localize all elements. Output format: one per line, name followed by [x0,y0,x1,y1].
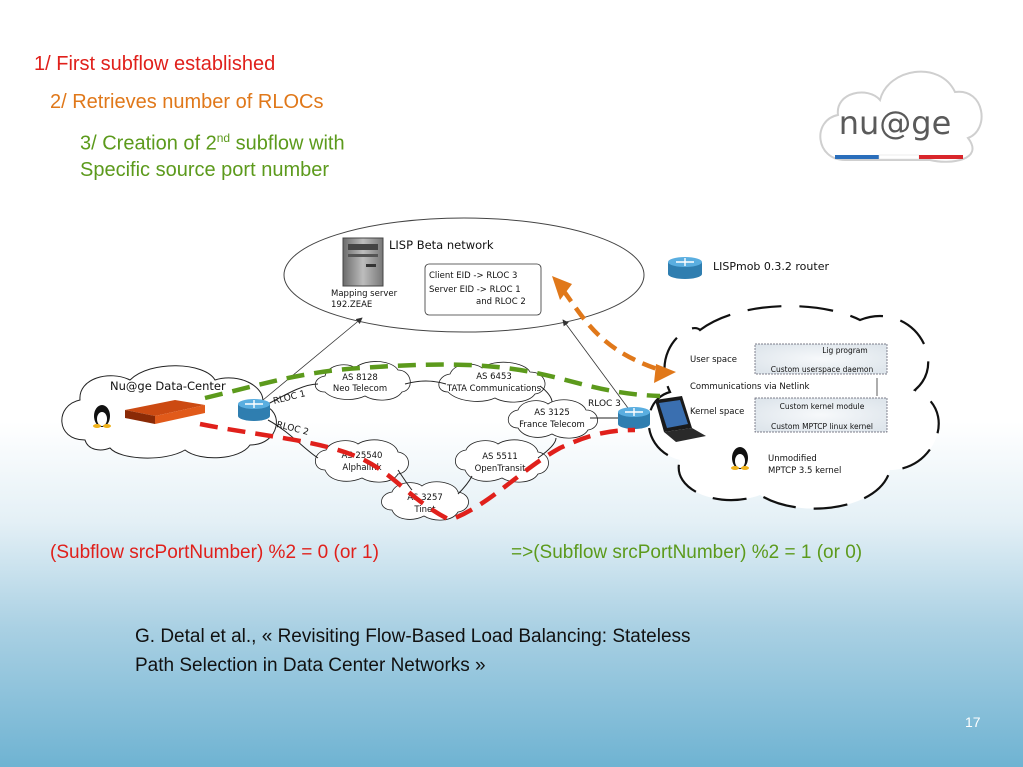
as-3125-name: France Telecom [519,420,585,430]
datacenter-label: Nu@ge Data-Center [110,379,226,393]
mapping-entry-server: Server EID -> RLOC 1 [429,285,521,295]
link-neo-tata [404,380,447,385]
map-request-arrow-right [562,319,629,409]
step-3-post: subflow with [230,132,345,155]
logo-flag-red [919,155,963,159]
custom-mptcp-label: Custom MPTCP linux kernel [771,422,873,431]
mapping-server-label: Mapping server [331,289,398,299]
legend-router-icon [668,257,702,279]
subflow-2-path [199,421,636,523]
as-3257-name: Tinet [413,505,436,515]
as-5511-name: OpenTransit [475,464,527,474]
reference-line-2: Path Selection in Data Center Networks » [135,655,486,676]
step-2-text: 2/ Retrieves number of RLOCs [50,91,324,113]
mapping-entry-server-2: and RLOC 2 [476,297,526,307]
subflow-1-path [204,362,661,401]
page-number: 17 [965,714,981,730]
netlink-label: Communications via Netlink [690,382,809,392]
as-cloud-tata: AS 6453 TATA Communications [438,361,546,403]
step-1-text: 1/ First subflow established [34,53,276,75]
user-space-label: User space [690,355,737,365]
mapping-server-icon [342,237,384,287]
kernel-space-label: Kernel space [690,407,744,417]
as-25540-number: AS 25540 [342,451,383,461]
legend-router-label: LISPmob 0.3.2 router [713,260,829,273]
link-tinet-opentransit [457,475,473,495]
logo-flag-blue [835,155,879,159]
condition-odd-text: =>(Subflow srcPortNumber) %2 = 1 (or 0) [511,542,863,563]
nuage-logo: nu@ge [819,70,983,163]
orange-arrowhead-top [552,276,572,300]
link-rloc1-neo [267,383,319,405]
rloc-2-label: RLOC 2 [275,420,309,438]
as-3257-number: AS 3257 [407,493,443,503]
linux-tux-icon [93,405,111,428]
as-3125-number: AS 3125 [534,408,570,418]
step-3-pre: 3/ Creation of 2 [80,132,217,155]
link-opentransit-ft [537,437,557,459]
as-cloud-france-telecom: AS 3125 France Telecom [507,399,598,439]
kernel-space-box [754,397,888,433]
user-space-box [754,343,888,375]
mapping-entry-client: Client EID -> RLOC 3 [429,271,517,281]
custom-kernel-module-label: Custom kernel module [780,402,865,411]
as-25540-name: Alphalink [342,463,381,473]
logo-cloud-shape [819,70,983,163]
router-rloc1-icon [238,399,270,421]
as-6453-name: TATA Communications [446,384,542,394]
as-8128-number: AS 8128 [342,373,378,383]
mapping-table-box [424,263,542,316]
custom-daemon-label: Custom userspace daemon [771,365,874,374]
laptop-icon [655,396,706,442]
lig-program-label: Lig program [822,346,867,355]
step-3-line-2: Specific source port number [80,159,330,181]
map-request-arrow-left [262,317,363,401]
logo-text: nu@ge [839,104,952,142]
router-rloc3-icon [618,407,650,429]
step-3-superscript: nd [216,131,231,145]
datacenter-server-icon [125,400,205,424]
as-cloud-tinet: AS 3257 Tinet [381,481,469,521]
map-reply-orange-arrow [561,288,661,373]
step-3-line-1: 3/ Creation of 2nd subflow with [80,131,345,156]
reference-line-1: G. Detal et al., « Revisiting Flow-Based… [135,626,691,647]
lisp-network-title: LISP Beta network [389,238,494,252]
rloc-3-label: RLOC 3 [588,399,621,409]
client-tux-icon [731,447,749,470]
unmodified-kernel-label: MPTCP 3.5 kernel [768,466,841,476]
link-tata-ft [539,385,553,403]
rloc-1-label: RLOC 1 [272,389,306,407]
as-cloud-neo-telecom: AS 8128 Neo Telecom [314,361,411,401]
as-8128-name: Neo Telecom [333,384,387,394]
mapping-server-address: 192.ZEAE [331,300,372,310]
as-cloud-alphalink: AS 25540 Alphalink [314,439,409,483]
as-5511-number: AS 5511 [482,452,518,462]
as-cloud-opentransit: AS 5511 OpenTransit [454,439,549,483]
condition-even-text: (Subflow srcPortNumber) %2 = 0 (or 1) [50,542,379,563]
orange-arrowhead-bottom [654,364,676,383]
as-6453-number: AS 6453 [476,372,512,382]
logo-flag-white [878,154,920,160]
link-alphalink-tinet [397,469,413,491]
unmodified-label: Unmodified [768,454,817,464]
